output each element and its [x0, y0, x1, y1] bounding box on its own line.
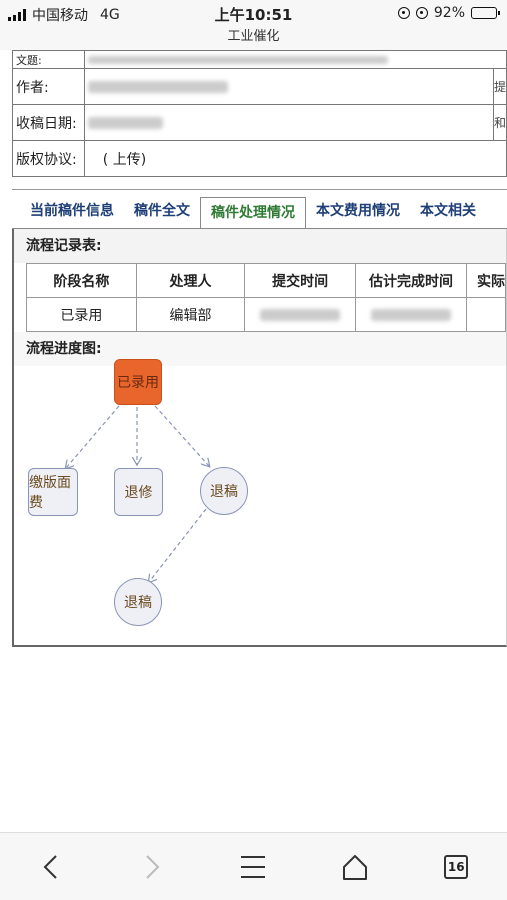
status-time: 上午10:51 — [214, 6, 293, 24]
row-stage: 已录用 — [26, 297, 137, 332]
edge-start-to-fee — [66, 405, 120, 468]
tab-related[interactable]: 本文相关 — [420, 203, 476, 219]
forward-button[interactable] — [132, 847, 172, 887]
row-actual-time — [465, 297, 507, 332]
home-icon — [342, 854, 367, 880]
processing-panel: 流程记录表: 阶段名称 处理人 提交时间 估计完成时间 实际 已录用 编辑部 流… — [12, 229, 507, 647]
row-submit-time — [244, 297, 357, 332]
carrier-name: 中国移动 — [32, 8, 88, 24]
battery-percent: 92% — [433, 5, 465, 21]
table-header-row: 阶段名称 处理人 提交时间 估计完成时间 实际 — [26, 263, 507, 298]
title-label: 文题: — [12, 50, 85, 69]
row-estimated-time — [355, 297, 467, 332]
diagram-section-title: 流程进度图: — [14, 332, 506, 366]
edge-reject-to-reject — [149, 508, 207, 582]
col-stage: 阶段名称 — [26, 263, 137, 298]
manuscript-info-table: 文题: 作者: 提 收稿日期: 和 版权协议: ( 上传) — [12, 50, 507, 177]
menu-button[interactable] — [233, 847, 273, 887]
col-handler: 处理人 — [135, 263, 246, 298]
tab-fees[interactable]: 本文费用情况 — [316, 203, 400, 219]
battery-icon — [471, 7, 500, 19]
col-submit-time: 提交时间 — [244, 263, 357, 298]
tab-processing-status[interactable]: 稿件处理情况 — [200, 197, 306, 228]
status-left: 中国移动 4G — [8, 5, 120, 25]
received-date-label: 收稿日期: — [12, 104, 85, 141]
home-button[interactable] — [335, 847, 375, 887]
flow-node-reject-1[interactable]: 退稿 — [200, 467, 248, 515]
page-content: 文题: 作者: 提 收稿日期: 和 版权协议: ( 上传) 当前稿件信息 稿件全… — [12, 50, 507, 647]
edge-start-to-reject — [154, 405, 209, 466]
col-estimated-time: 估计完成时间 — [355, 263, 467, 298]
record-section-title: 流程记录表: — [14, 229, 506, 263]
status-bar: 中国移动 4G 上午10:51 工业催化 92% — [0, 0, 507, 50]
author-value — [83, 68, 494, 105]
upload-link[interactable]: ( 上传) — [83, 140, 507, 177]
network-type: 4G — [100, 7, 120, 23]
browser-toolbar: 16 — [0, 832, 507, 900]
flow-node-pay-fee[interactable]: 缴版面费 — [28, 468, 78, 516]
process-record-table: 阶段名称 处理人 提交时间 估计完成时间 实际 已录用 编辑部 — [26, 263, 507, 332]
tab-count-icon: 16 — [444, 854, 469, 879]
author-label: 作者: — [12, 68, 85, 105]
alarm-icon — [415, 7, 428, 19]
flow-node-accepted[interactable]: 已录用 — [114, 359, 162, 405]
table-row: 已录用 编辑部 — [26, 297, 507, 332]
col-actual: 实际 — [465, 263, 507, 298]
menu-icon — [241, 855, 266, 878]
tab-bar: 当前稿件信息 稿件全文 稿件处理情况 本文费用情况 本文相关 — [12, 189, 507, 229]
signal-icon — [8, 9, 26, 21]
right-edge-label: 提 — [492, 68, 507, 105]
row-handler: 编辑部 — [135, 297, 246, 332]
chevron-right-icon — [146, 854, 160, 879]
tab-current-info[interactable]: 当前稿件信息 — [30, 203, 114, 219]
flow-node-revise[interactable]: 退修 — [114, 468, 163, 516]
flow-edges — [14, 405, 507, 649]
copyright-label: 版权协议: — [12, 140, 85, 177]
tabs-button[interactable]: 16 — [436, 847, 476, 887]
right-edge-label-2: 和 — [492, 104, 507, 141]
flow-diagram: 已录用 缴版面费 退修 退稿 退稿 — [14, 359, 507, 649]
tab-full-text[interactable]: 稿件全文 — [134, 203, 190, 219]
status-right: 92% — [397, 5, 500, 21]
flow-node-reject-2[interactable]: 退稿 — [114, 578, 162, 626]
page-title: 工业催化 — [227, 29, 280, 44]
back-button[interactable] — [31, 847, 71, 887]
title-value — [83, 50, 507, 69]
chevron-left-icon — [43, 854, 57, 879]
orientation-lock-icon — [397, 7, 410, 19]
received-date-value — [83, 104, 494, 141]
